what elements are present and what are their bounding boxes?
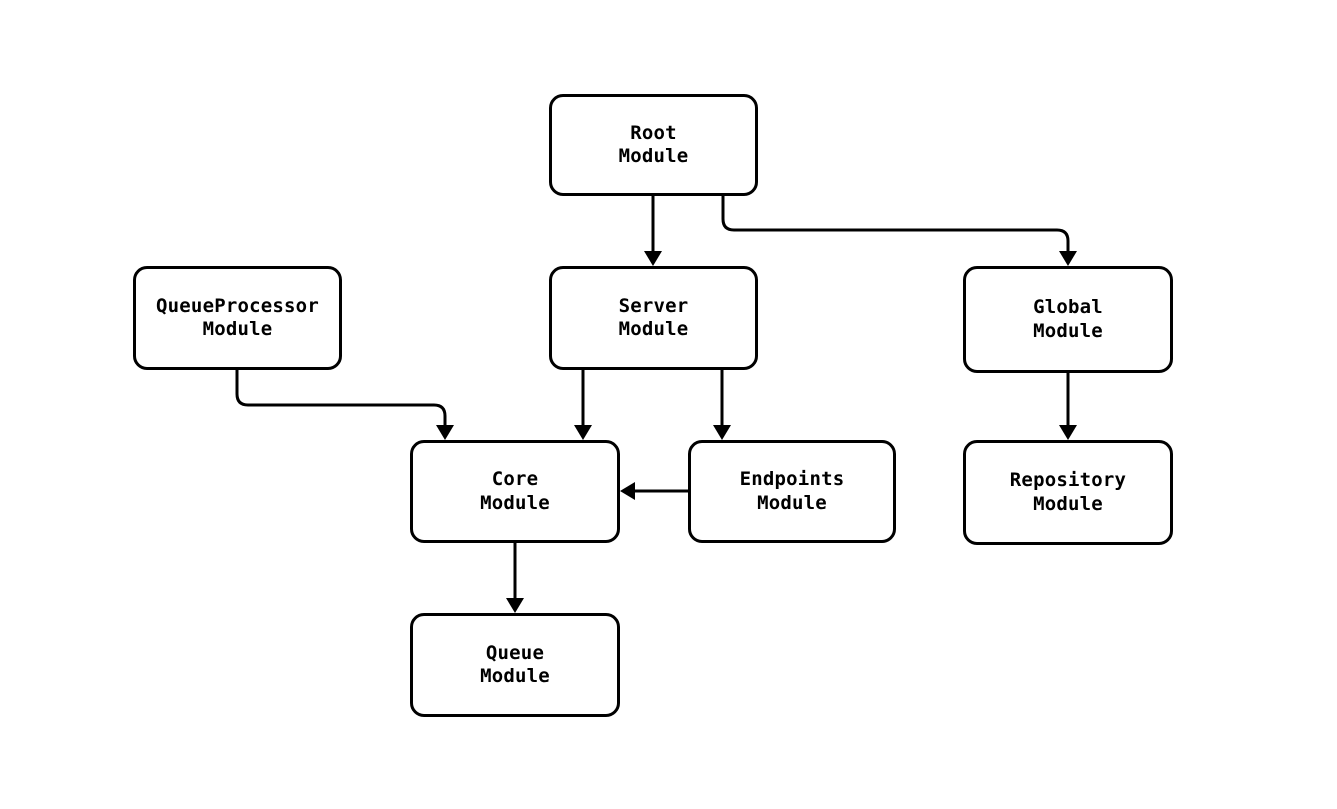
arrowhead-root-to-global	[1059, 251, 1077, 266]
node-label: Core Module	[480, 468, 550, 514]
node-label: Root Module	[618, 121, 689, 167]
arrowhead-global-to-repository	[1059, 425, 1077, 440]
node-queueprocessor-module[interactable]: QueueProcessor Module	[133, 266, 342, 370]
node-core-module[interactable]: Core Module	[410, 440, 620, 543]
node-queue-module[interactable]: Queue Module	[410, 613, 620, 717]
arrowhead-root-to-server	[644, 251, 662, 266]
node-global-module[interactable]: Global Module	[963, 266, 1173, 373]
arrowhead-server-to-endpoints	[713, 425, 731, 440]
node-label: Queue Module	[480, 641, 550, 687]
node-label: Server Module	[618, 294, 689, 340]
arrowhead-core-to-queue	[506, 598, 524, 613]
node-endpoints-module[interactable]: Endpoints Module	[688, 440, 896, 543]
node-server-module[interactable]: Server Module	[549, 266, 758, 370]
node-label: Repository Module	[1009, 469, 1127, 515]
node-label: QueueProcessor Module	[156, 294, 319, 340]
node-repository-module[interactable]: Repository Module	[963, 440, 1173, 545]
node-label: Endpoints Module	[739, 468, 845, 514]
arrowhead-endpoints-to-core	[620, 482, 635, 500]
arrowhead-server-to-core	[574, 425, 592, 440]
node-root-module[interactable]: Root Module	[549, 94, 758, 196]
edge-queueprocessor-to-core	[235, 370, 447, 426]
node-label: Global Module	[1033, 296, 1103, 342]
edge-root-to-global	[721, 196, 1070, 252]
arrowhead-queueprocessor-to-core	[436, 425, 454, 440]
